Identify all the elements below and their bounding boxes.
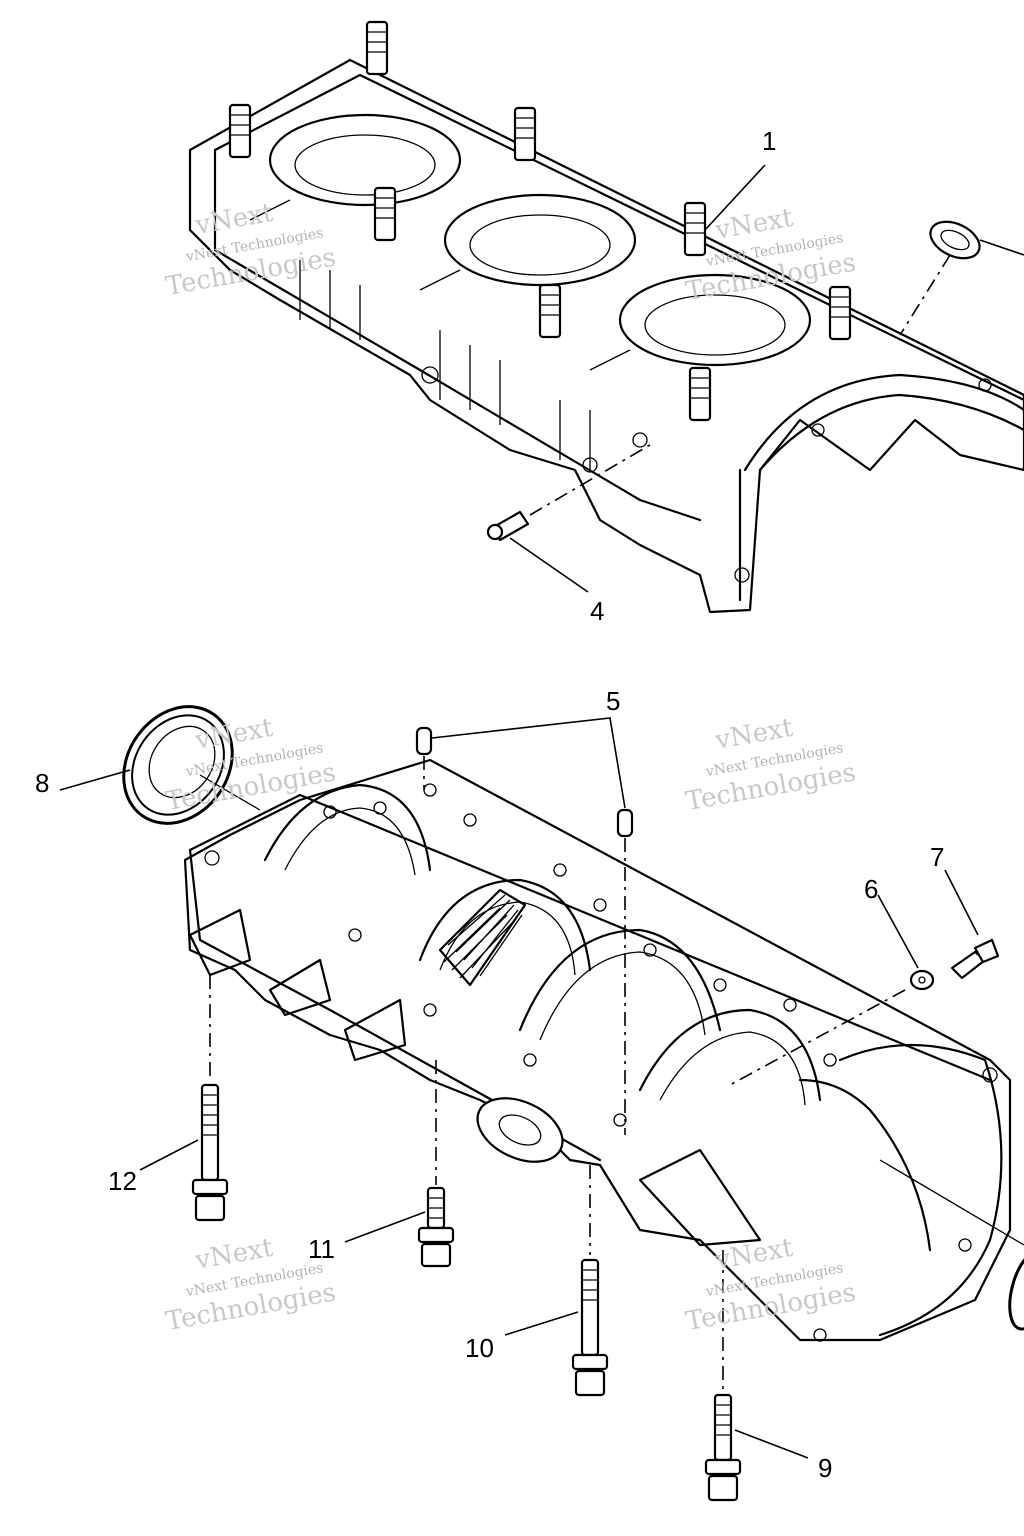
callout-11: 11 [308,1234,335,1264]
gear-teeth [438,888,527,987]
lower-seal-edge [879,1159,1024,1331]
callout-5: 5 [606,686,620,716]
lower-crankcase [183,758,1012,1342]
bolt-part-7 [729,869,1000,1086]
dowel-pins-part-5 [415,717,634,1135]
washer-part-6 [877,894,935,991]
callout-12: 12 [108,1166,137,1196]
dowel-pin-part-4 [486,444,651,593]
callout-8: 8 [35,768,49,798]
callout-10: 10 [465,1333,494,1363]
upper-seal-part [899,220,1024,336]
callout-1: 1 [762,126,776,156]
bolt-part-10 [504,1165,609,1397]
callout-6: 6 [864,874,878,904]
svg-text:vNext: vNext [192,1233,275,1276]
bolt-part-11 [344,1060,455,1268]
bolt-part-12 [139,975,229,1222]
upper-crankcase [188,20,1024,614]
watermark-4: vNext vNext Technologies Technologies [683,713,858,817]
callout-9: 9 [818,1453,832,1483]
oil-seal-part-8 [59,705,261,825]
cylinder-studs [228,20,852,422]
callout-4: 4 [590,596,604,626]
callout-7: 7 [930,842,944,872]
svg-text:vNext: vNext [712,713,795,756]
bolt-part-9 [704,1250,809,1502]
